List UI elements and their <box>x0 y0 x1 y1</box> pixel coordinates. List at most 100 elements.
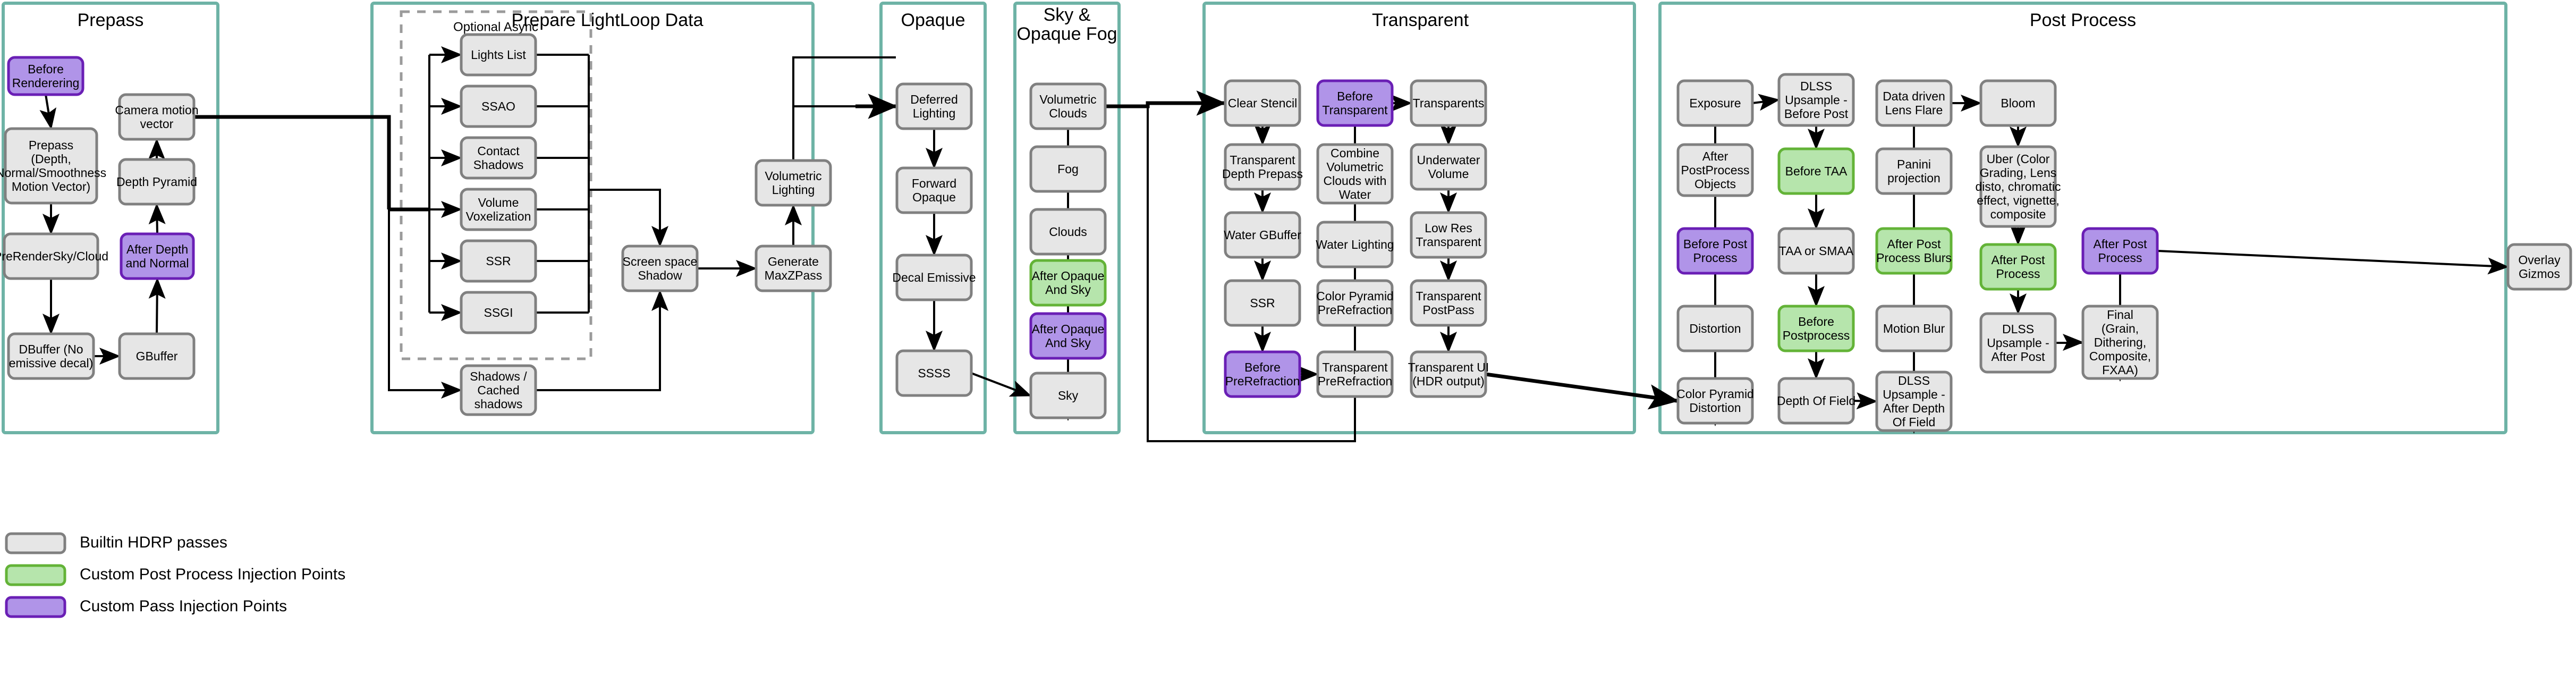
pipeline-node-clouds[interactable]: Clouds <box>1029 208 1107 256</box>
node-box-before-taa[interactable] <box>1777 147 1855 195</box>
pipeline-node-gbuffer[interactable]: GBuffer <box>118 332 196 380</box>
node-box-before-postprocess[interactable] <box>1777 305 1855 352</box>
pipeline-node-ssss[interactable]: SSSS <box>895 349 973 397</box>
node-box-color-pyramid-distortion[interactable] <box>1676 377 1754 425</box>
pipeline-node-depth-of-field[interactable]: Depth Of Field <box>1777 377 1855 425</box>
node-box-dlss-upsample-after-dof[interactable] <box>1875 370 1953 432</box>
pipeline-node-motion-blur[interactable]: Motion Blur <box>1875 305 1953 352</box>
pipeline-node-before-taa[interactable]: Before TAA <box>1777 147 1855 195</box>
node-box-sky[interactable] <box>1029 372 1107 419</box>
node-box-ssgi[interactable] <box>460 291 537 334</box>
node-box-forward-opaque[interactable] <box>895 166 973 214</box>
pipeline-node-before-post-process[interactable]: Before PostProcess <box>1676 227 1754 275</box>
node-box-final[interactable] <box>2081 305 2159 380</box>
node-box-generate-maxzpass[interactable] <box>755 245 832 292</box>
pipeline-node-sky[interactable]: Sky <box>1029 372 1107 419</box>
pipeline-node-after-post-process-purple[interactable]: After PostProcess <box>2081 227 2159 275</box>
node-box-ssao[interactable] <box>460 85 537 128</box>
node-box-overlay-gizmos[interactable] <box>2506 243 2572 291</box>
node-box-before-post-process[interactable] <box>1676 227 1754 275</box>
node-box-distortion[interactable] <box>1676 305 1754 352</box>
node-box-volumetric-clouds[interactable] <box>1029 82 1107 130</box>
pipeline-node-bloom[interactable]: Bloom <box>1979 79 2057 127</box>
node-box-gbuffer[interactable] <box>118 332 196 380</box>
node-box-ssss[interactable] <box>895 349 973 397</box>
node-box-after-post-process-purple[interactable] <box>2081 227 2159 275</box>
pipeline-node-ssao[interactable]: SSAO <box>460 85 537 128</box>
node-box-transparents[interactable] <box>1410 79 1487 127</box>
pipeline-node-after-post-process-green[interactable]: After PostProcess <box>1979 243 2057 291</box>
node-box-transparent-depth-prepass[interactable] <box>1224 143 1301 191</box>
node-box-prerendersky[interactable] <box>3 232 99 280</box>
node-box-dbuffer[interactable] <box>7 332 95 380</box>
node-box-depth-of-field[interactable] <box>1777 377 1855 425</box>
pipeline-node-distortion[interactable]: Distortion <box>1676 305 1754 352</box>
node-box-depth-pyramid[interactable] <box>118 158 196 206</box>
pipeline-node-exposure[interactable]: Exposure <box>1676 79 1754 127</box>
node-box-bloom[interactable] <box>1979 79 2057 127</box>
pipeline-node-ssr-lightloop[interactable]: SSR <box>460 239 537 283</box>
node-box-clear-stencil[interactable] <box>1224 79 1301 127</box>
node-box-low-res-transparent[interactable] <box>1410 211 1487 259</box>
node-box-lights-list[interactable] <box>460 33 537 77</box>
node-box-volume-voxelization[interactable] <box>460 188 537 231</box>
pipeline-node-ssr-transparent[interactable]: SSR <box>1224 279 1301 327</box>
node-box-ssr-transparent[interactable] <box>1224 279 1301 327</box>
node-box-water-gbuffer[interactable] <box>1224 211 1301 259</box>
node-box-before-prerefraction[interactable] <box>1224 350 1301 398</box>
node-box-combine-volumetric-clouds-water[interactable] <box>1316 143 1394 205</box>
pipeline-node-lights-list[interactable]: Lights List <box>460 33 537 77</box>
pipeline-node-depth-pyramid[interactable]: Depth Pyramid <box>116 158 197 206</box>
node-box-transparent-ui[interactable] <box>1410 350 1487 398</box>
pipeline-node-after-post-process-blurs[interactable]: After PostProcess Blurs <box>1875 227 1953 275</box>
node-box-taa-or-smaa[interactable] <box>1777 227 1855 275</box>
node-box-transparent-postpass[interactable] <box>1410 279 1487 327</box>
node-box-screen-space-shadow[interactable] <box>621 245 699 292</box>
pipeline-node-fog[interactable]: Fog <box>1029 145 1107 193</box>
node-box-after-depth-normal[interactable] <box>120 232 195 280</box>
node-box-water-lighting[interactable] <box>1316 221 1394 268</box>
node-box-after-opaque-sky-purple[interactable] <box>1029 312 1107 360</box>
pipeline-node-water-gbuffer[interactable]: Water GBuffer <box>1224 211 1301 259</box>
node-box-after-postprocess-objects[interactable] <box>1676 143 1754 197</box>
node-box-panini-projection[interactable] <box>1875 147 1953 195</box>
pipeline-node-taa-or-smaa[interactable]: TAA or SMAA <box>1777 227 1855 275</box>
node-box-before-transparent[interactable] <box>1316 79 1394 127</box>
node-box-data-driven-lens-flare[interactable] <box>1875 79 1953 127</box>
node-box-after-opaque-sky-green[interactable] <box>1029 259 1107 307</box>
node-box-color-pyramid-prerefraction[interactable] <box>1316 279 1394 327</box>
node-box-contact-shadows[interactable] <box>460 136 537 180</box>
node-box-camera-motion[interactable] <box>118 93 196 141</box>
node-box-volumetric-lighting[interactable] <box>755 159 832 207</box>
node-box-dlss-upsample-before-post[interactable] <box>1777 73 1855 127</box>
node-box-uber[interactable] <box>1979 145 2057 228</box>
node-box-motion-blur[interactable] <box>1875 305 1953 352</box>
pipeline-node-ssgi[interactable]: SSGI <box>460 291 537 334</box>
